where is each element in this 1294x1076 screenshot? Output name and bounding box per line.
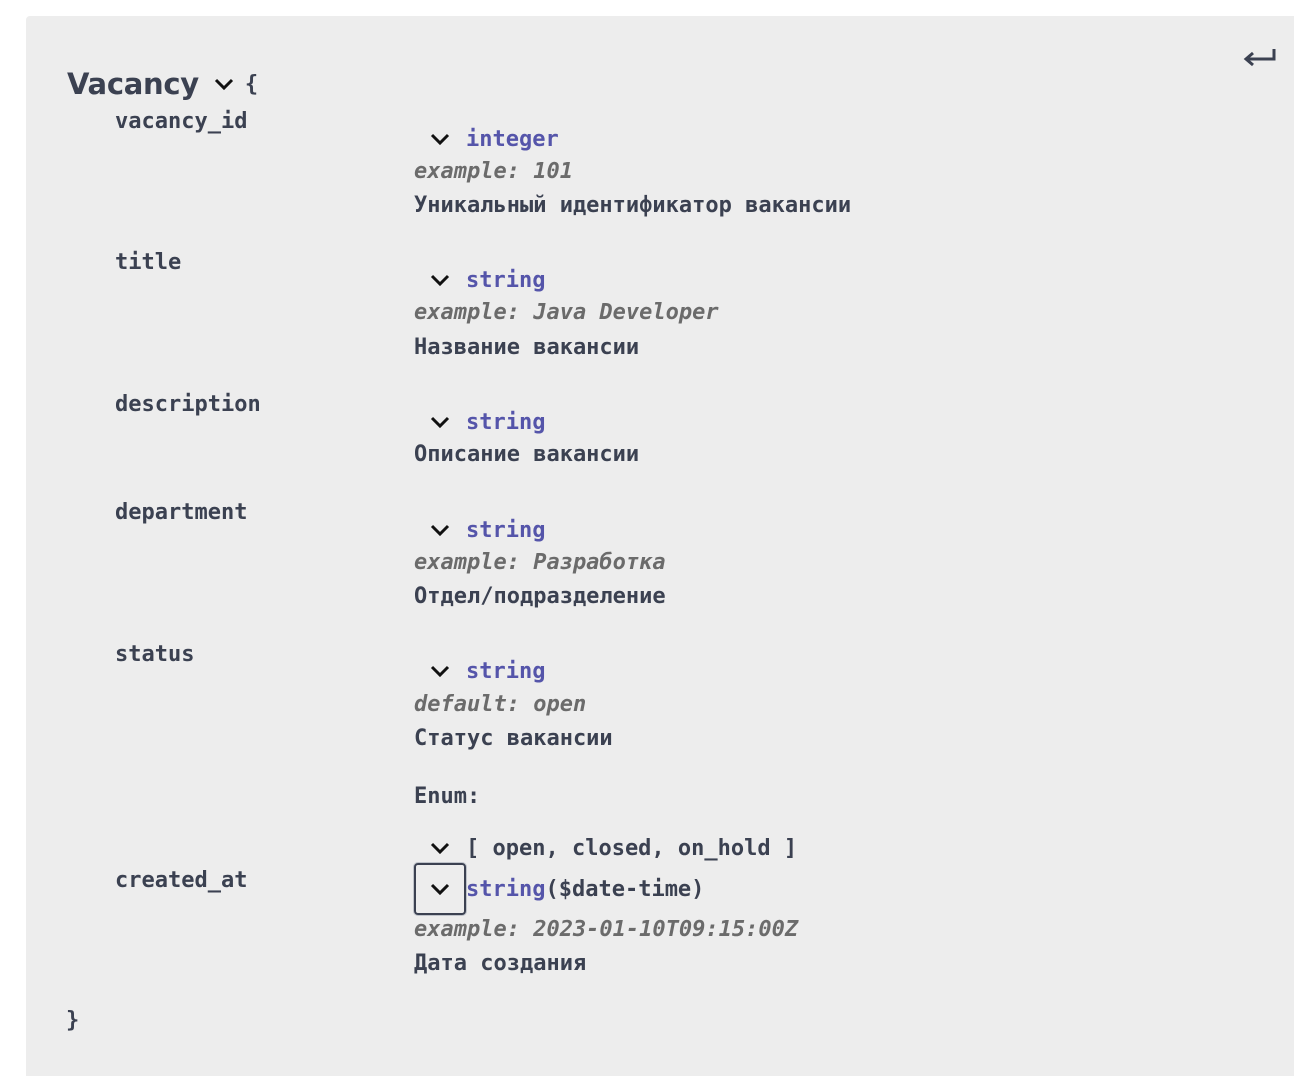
enum-values: [ open, closed, on_hold ] [466, 835, 798, 861]
property-format: ($date-time) [545, 876, 705, 902]
property-description: Отдел/подразделение [414, 584, 666, 609]
property-description: Статус вакансии [414, 726, 613, 751]
property-description: Дата создания [414, 951, 587, 976]
property-type-row: string($date-time) [414, 863, 704, 915]
property-type-row: string [414, 405, 545, 439]
chevron-down-icon[interactable] [414, 831, 466, 865]
chevron-down-icon[interactable] [414, 405, 466, 439]
model-title: Vacancy { [67, 64, 258, 104]
property-type: string [466, 409, 546, 435]
property-example: example: Java Developer [414, 300, 719, 325]
model-name: Vacancy [67, 67, 199, 101]
close-brace: } [66, 1008, 80, 1033]
property-example: example: 2023-01-10T09:15:00Z [414, 917, 799, 942]
return-arrow-icon[interactable] [1240, 40, 1280, 76]
chevron-down-icon[interactable] [414, 513, 466, 547]
property-name: title [115, 250, 182, 275]
chevron-down-icon[interactable] [213, 77, 235, 91]
property-name: status [115, 642, 195, 667]
chevron-down-icon[interactable] [414, 122, 466, 156]
open-brace: { [244, 71, 259, 97]
property-type: integer [466, 126, 559, 152]
property-type: string [466, 658, 546, 684]
property-description: Название вакансии [414, 335, 640, 360]
property-example: example: 101 [414, 159, 573, 184]
enum-label: Enum: [414, 784, 481, 809]
chevron-down-icon[interactable] [414, 654, 466, 688]
property-name: department [115, 500, 248, 525]
property-example: example: Разработка [414, 550, 666, 575]
property-description: Уникальный идентификатор вакансии [414, 193, 852, 218]
property-default: default: open [414, 692, 587, 717]
property-type-row: string [414, 263, 545, 297]
property-name: created_at [115, 868, 248, 893]
property-type-row: string [414, 654, 545, 688]
property-name: vacancy_id [115, 109, 248, 134]
property-description: Описание вакансии [414, 442, 640, 467]
property-type: string [466, 876, 546, 902]
property-type-row: string [414, 513, 545, 547]
property-name: description [115, 392, 261, 417]
property-type-row: integer [414, 122, 559, 156]
enum-row: [ open, closed, on_hold ] [414, 831, 797, 865]
model-panel [26, 16, 1294, 1076]
property-type: string [466, 267, 546, 293]
property-type: string [466, 517, 546, 543]
chevron-down-icon[interactable] [414, 263, 466, 297]
chevron-down-icon[interactable] [414, 863, 466, 915]
